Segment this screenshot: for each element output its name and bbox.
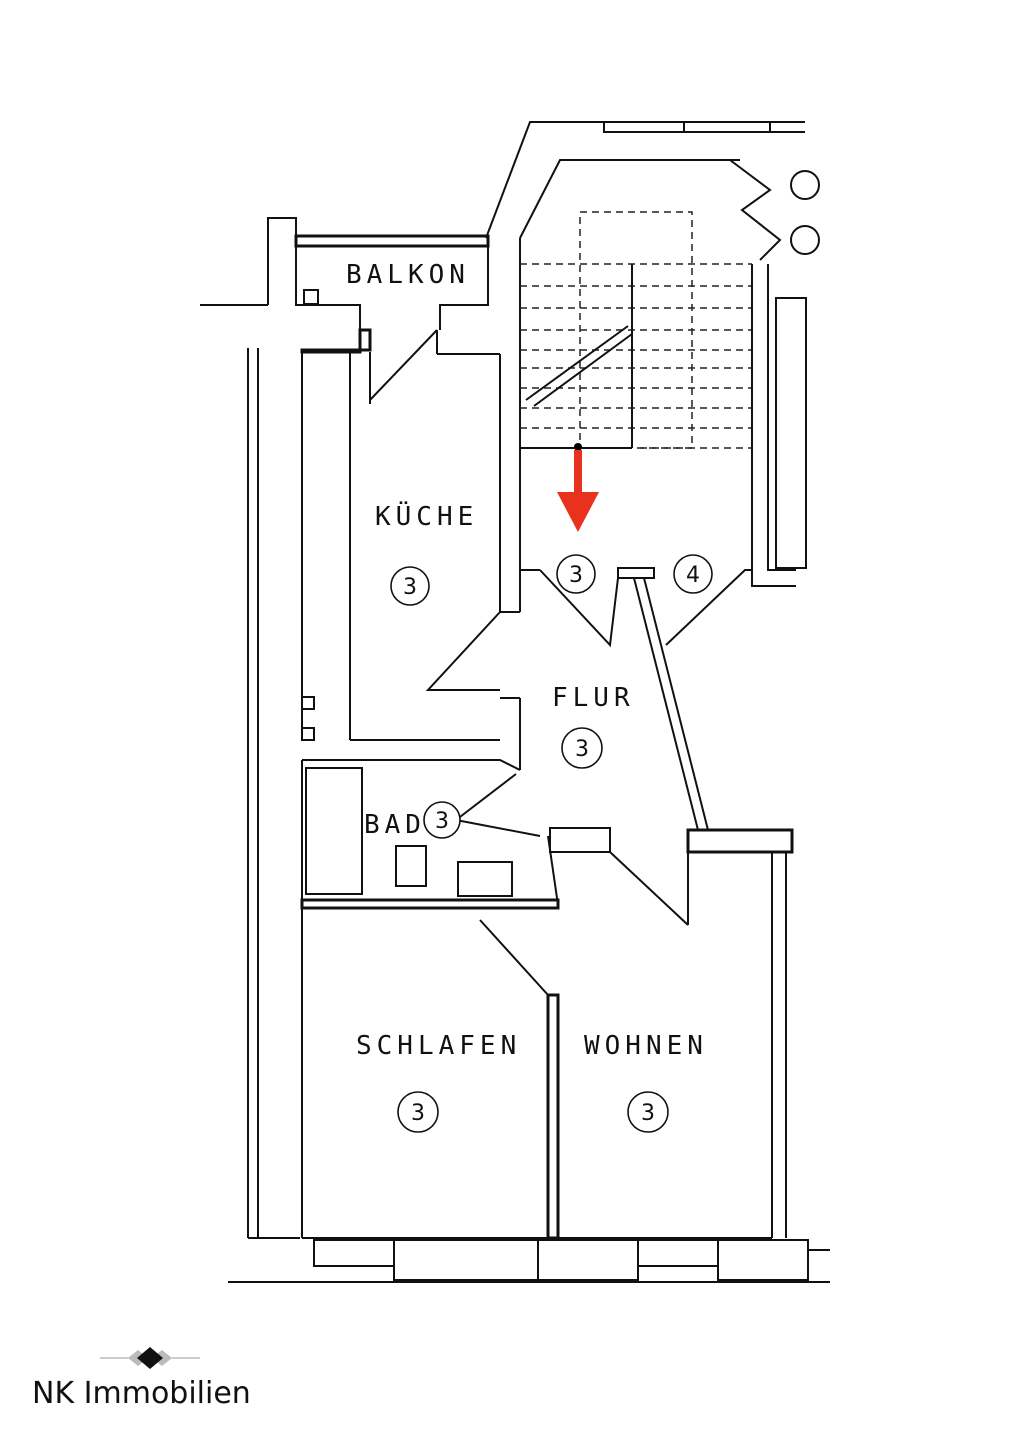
stair-door-marker: 3 [569,563,583,588]
bottom-windows [313,1239,830,1281]
arrow-origin-dot [574,443,582,451]
outer-walls [200,217,830,1283]
brand-name: NK Immobilien [32,1376,251,1411]
diamond-icon [100,1347,200,1369]
wohnen-marker: 3 [641,1101,655,1126]
balkon: BALKON [294,234,490,350]
neighbor-door-marker: 4 [686,563,700,588]
bad-marker: 3 [435,809,449,834]
kueche: KÜCHE 3 [300,238,521,770]
staircase [485,121,820,587]
schlafen-label: SCHLAFEN [356,1031,521,1061]
kueche-label: KÜCHE [375,500,478,532]
flur-marker: 3 [575,737,589,762]
bad-label: BAD [364,810,426,840]
schlafen: SCHLAFEN 3 [356,1031,521,1133]
bad: BAD 3 [300,759,611,910]
flur-label: FLUR [552,683,635,713]
wohnen-label: WOHNEN [584,1031,708,1061]
living-walls [301,828,794,1240]
balkon-label: BALKON [346,260,470,290]
flur: FLUR 3 [425,611,635,769]
wohnen: WOHNEN 3 [584,1031,708,1133]
brand-logo: NK Immobilien [32,1340,292,1420]
arrow-down-icon [557,443,599,532]
arrow-head [557,492,599,532]
schlafen-marker: 3 [411,1101,425,1126]
kueche-marker: 3 [403,575,417,600]
entry-doors: 3 4 [520,554,752,831]
